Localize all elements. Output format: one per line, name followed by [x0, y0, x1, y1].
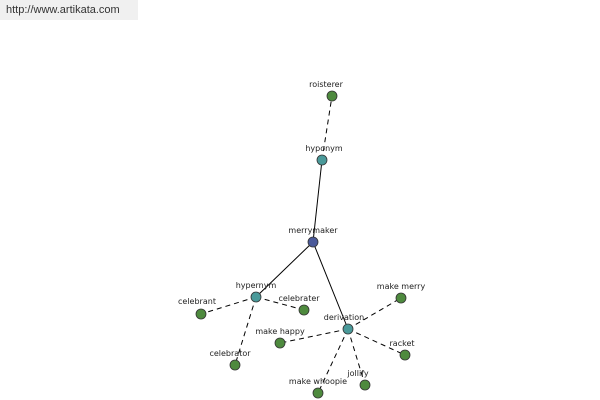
node-make-happy-label[interactable]: make happy [255, 327, 305, 336]
edge-derivation-make-whoopie [317, 328, 349, 394]
node-celebrater-dot[interactable] [298, 304, 310, 316]
node-derivation-dot[interactable] [342, 323, 354, 335]
node-roisterer[interactable]: roisterer [309, 80, 344, 102]
edge-merrymaker-hypernym [255, 241, 314, 298]
node-celebrator-dot[interactable] [229, 359, 241, 371]
node-hyponym-dot[interactable] [316, 154, 328, 166]
node-merrymaker[interactable]: merrymaker [288, 226, 338, 248]
node-roisterer-dot[interactable] [326, 90, 338, 102]
node-jollify[interactable]: jollify [346, 369, 371, 391]
node-make-happy-dot[interactable] [274, 337, 286, 349]
node-derivation[interactable]: derivation [324, 313, 364, 335]
node-jollify-label[interactable]: jollify [346, 369, 368, 378]
node-jollify-dot[interactable] [359, 379, 371, 391]
node-hyponym-label[interactable]: hyponym [305, 144, 343, 153]
node-make-whoopie-dot[interactable] [312, 387, 324, 399]
node-celebrater[interactable]: celebrater [278, 294, 320, 316]
node-hyponym[interactable]: hyponym [305, 144, 343, 166]
node-hypernym[interactable]: hypernym [236, 281, 277, 303]
graph-edges [200, 95, 406, 394]
node-derivation-label[interactable]: derivation [324, 313, 364, 322]
node-celebrater-label[interactable]: celebrater [278, 294, 320, 303]
site-url-link[interactable]: http://www.artikata.com [6, 4, 120, 16]
node-make-merry[interactable]: make merry [377, 282, 426, 304]
site-url-banner[interactable]: http://www.artikata.com [0, 0, 138, 20]
node-merrymaker-dot[interactable] [307, 236, 319, 248]
edge-hyponym-roisterer [321, 95, 333, 161]
node-make-whoopie[interactable]: make whoopie [289, 377, 347, 399]
node-celebrator-label[interactable]: celebrator [209, 349, 251, 358]
edge-derivation-make-happy [279, 328, 349, 344]
edge-merrymaker-derivation [312, 241, 349, 330]
node-hypernym-label[interactable]: hypernym [236, 281, 277, 290]
node-celebrator[interactable]: celebrator [209, 349, 251, 371]
node-celebrant[interactable]: celebrant [178, 297, 216, 320]
edge-hypernym-celebrator [234, 296, 257, 366]
node-make-whoopie-label[interactable]: make whoopie [289, 377, 347, 386]
node-racket-label[interactable]: racket [390, 339, 415, 348]
node-roisterer-label[interactable]: roisterer [309, 80, 343, 89]
node-celebrant-dot[interactable] [195, 308, 207, 320]
node-make-happy[interactable]: make happy [255, 327, 305, 349]
node-make-merry-dot[interactable] [395, 292, 407, 304]
node-celebrant-label[interactable]: celebrant [178, 297, 216, 306]
node-hypernym-dot[interactable] [250, 291, 262, 303]
node-racket[interactable]: racket [390, 339, 415, 361]
node-merrymaker-label[interactable]: merrymaker [288, 226, 338, 235]
node-racket-dot[interactable] [399, 349, 411, 361]
edge-derivation-racket [347, 328, 406, 356]
edge-hypernym-celebrant [200, 296, 257, 315]
edge-merrymaker-hyponym [312, 159, 323, 243]
edge-derivation-make-merry [347, 297, 402, 330]
edge-derivation-jollify [347, 328, 366, 386]
node-make-merry-label[interactable]: make merry [377, 282, 426, 291]
graph-nodes: merrymaker hyponym hypernym derivation roist… [178, 80, 426, 399]
